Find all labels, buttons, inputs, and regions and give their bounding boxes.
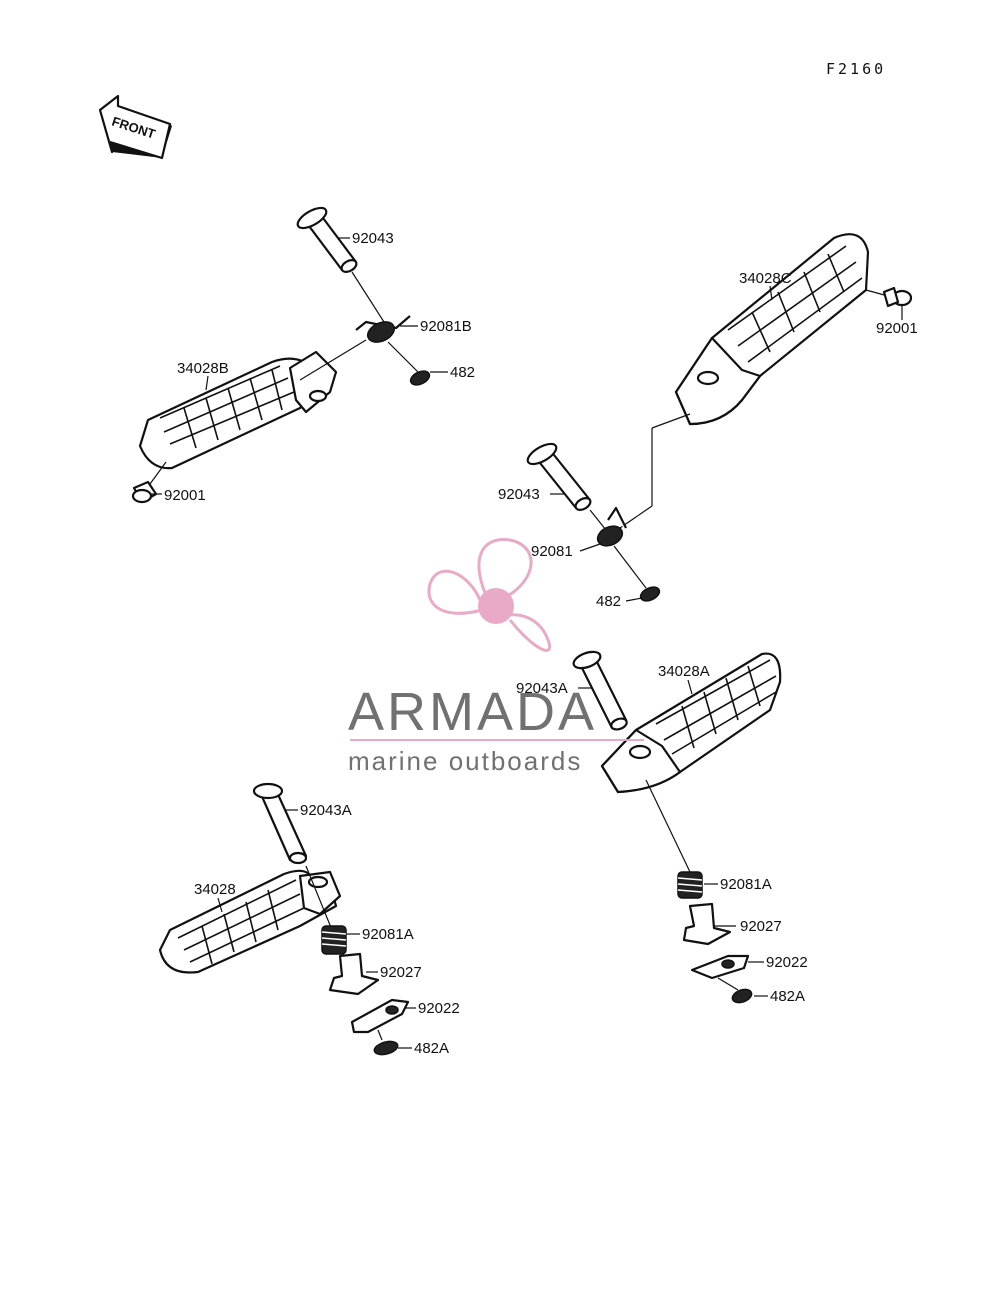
watermark-tagline: marine outboards <box>348 746 582 776</box>
part-labels: 92043 92081B 482 34028B 92001 34028C 920… <box>164 230 918 1057</box>
label-482a-a: 482A <box>414 1040 449 1057</box>
label-92043-a: 92043 <box>352 230 394 247</box>
label-92081a-b: 92081A <box>720 876 772 893</box>
footpeg-34028c-assembly <box>526 233 913 602</box>
label-92022-b: 92022 <box>766 954 808 971</box>
label-92081a-a: 92081A <box>362 926 414 943</box>
spring-92081 <box>596 506 627 547</box>
nut-482-upper-left <box>409 370 431 386</box>
nut-482-upper-right <box>639 586 661 602</box>
collar-92027-left <box>328 952 380 996</box>
label-92027-b: 92027 <box>740 918 782 935</box>
label-482-a: 482 <box>450 364 475 381</box>
watermark-brand: ARMADA <box>348 682 597 742</box>
armada-watermark: ARMADA marine outboards <box>348 538 644 776</box>
nut-482a-left <box>373 1040 399 1056</box>
diagram-code: F2160 <box>826 60 886 78</box>
pin-92043a-left <box>252 782 308 865</box>
label-482-b: 482 <box>596 593 621 610</box>
label-92081b: 92081B <box>420 318 472 335</box>
label-92043a-a: 92043A <box>516 680 568 697</box>
nut-482a-right <box>731 988 753 1004</box>
bolt-92001-right <box>882 286 913 308</box>
footpeg-34028c <box>674 233 870 426</box>
leader-lines <box>150 237 903 1049</box>
footpeg-34028-assembly <box>158 782 410 1056</box>
footpeg-34028b <box>138 350 338 470</box>
plate-92022-left <box>350 998 410 1034</box>
footpeg-34028b-assembly <box>131 206 431 504</box>
footpeg-34028a <box>600 652 782 794</box>
label-34028b: 34028B <box>177 360 229 377</box>
spring-92081a-right <box>677 871 703 899</box>
collar-92027-right <box>682 902 732 946</box>
pin-92043-upper-left <box>296 206 358 273</box>
footpeg-34028a-assembly <box>572 650 782 1004</box>
label-92043-b: 92043 <box>498 486 540 503</box>
label-92027-a: 92027 <box>380 964 422 981</box>
plate-92022-right <box>690 954 750 980</box>
bolt-92001-left <box>131 480 158 504</box>
label-92022-a: 92022 <box>418 1000 460 1017</box>
label-34028: 34028 <box>194 881 236 898</box>
label-92043a-b: 92043A <box>300 802 352 819</box>
pin-92043-upper-right <box>526 442 592 511</box>
front-arrow-icon: FRONT <box>98 94 172 160</box>
label-92001-b: 92001 <box>876 320 918 337</box>
label-92001-a: 92001 <box>164 487 206 504</box>
spring-92081a-left <box>321 925 347 955</box>
label-482a-b: 482A <box>770 988 805 1005</box>
label-34028c: 34028C <box>739 270 792 287</box>
propeller-logo-icon <box>427 538 552 652</box>
footpeg-34028 <box>158 869 342 974</box>
label-92081: 92081 <box>531 543 573 560</box>
spring-92081b <box>355 315 411 343</box>
label-34028a: 34028A <box>658 663 710 680</box>
pin-92043a-right <box>572 650 628 731</box>
